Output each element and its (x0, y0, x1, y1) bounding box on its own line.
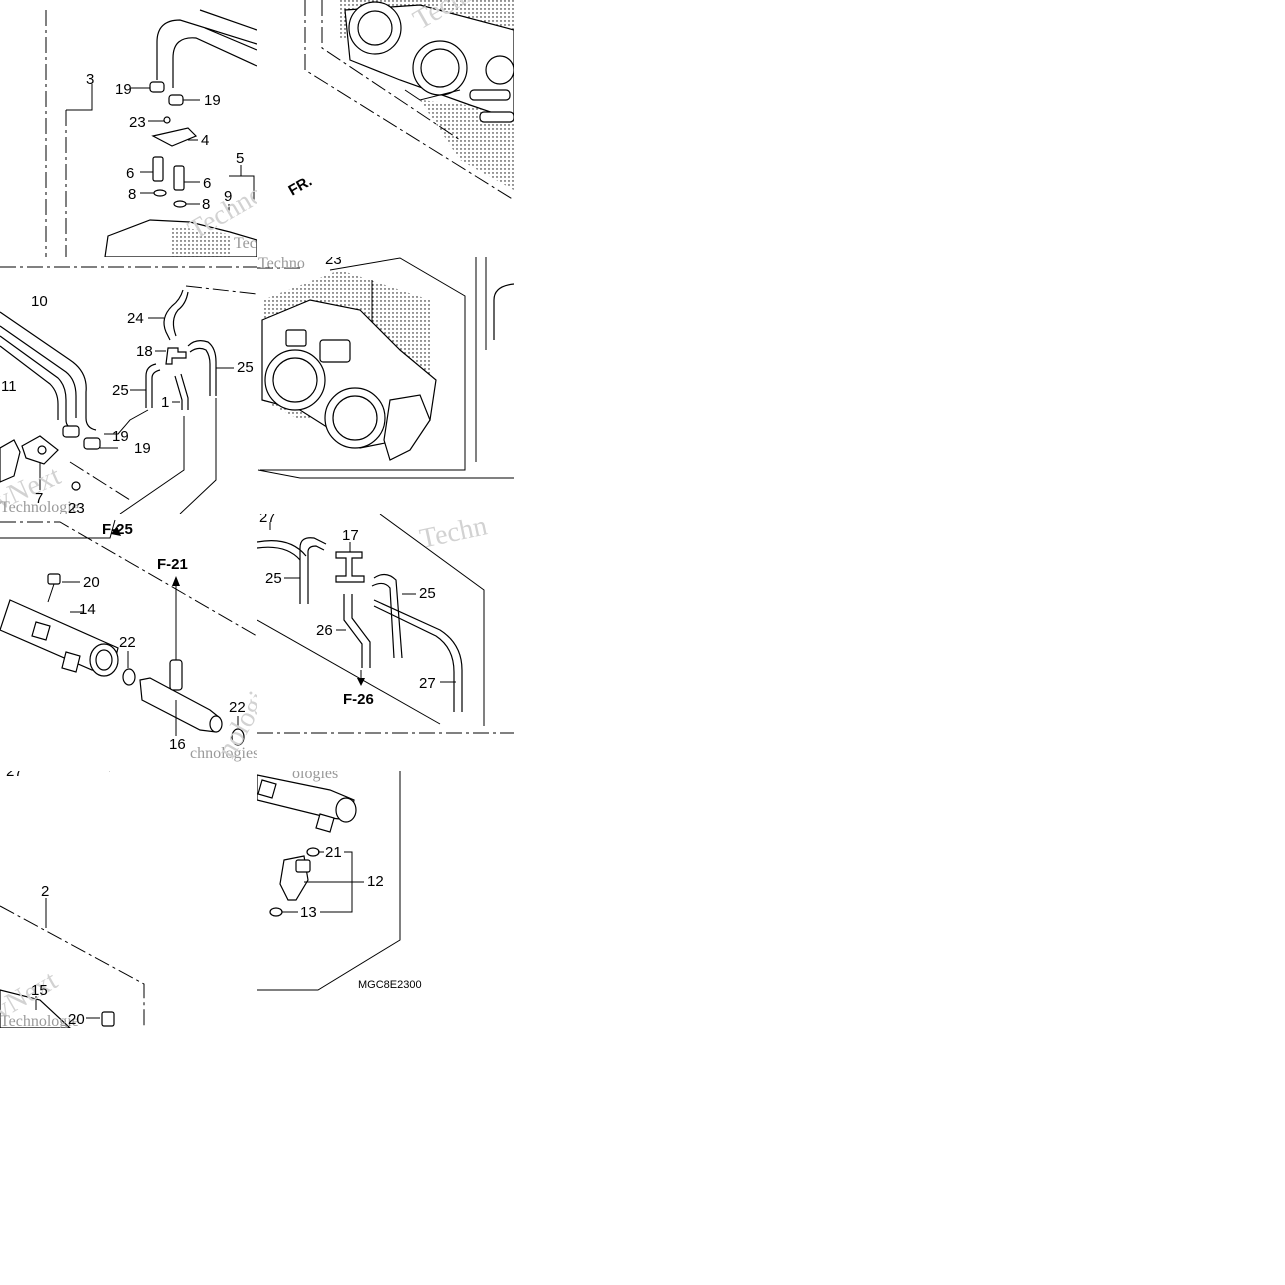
breather-hose (0, 311, 87, 418)
watermark-text: Tec (234, 235, 257, 252)
callout: 8 (128, 186, 136, 203)
idle-air-control-valve (0, 439, 21, 483)
callout: 11 (1, 378, 17, 395)
callout: 3 (86, 71, 94, 88)
hose-clamp (83, 437, 101, 450)
section-ref: F-21 (157, 556, 188, 573)
throttle-position-sensor (383, 394, 431, 461)
joint-fitting (152, 156, 164, 182)
t-joint (335, 551, 365, 583)
breather-hose (156, 19, 257, 80)
watermark-text: Techno (258, 255, 305, 272)
callout: 27 (6, 763, 23, 780)
o-ring (173, 200, 187, 208)
section-ref: F-26 (343, 691, 374, 708)
section-ref: F-25 (102, 521, 133, 538)
callout: 9 (224, 188, 232, 205)
callout: 6 (203, 175, 211, 192)
hose-clamp (62, 425, 80, 438)
joint-fitting (173, 165, 185, 191)
callout: 19 (115, 81, 132, 98)
watermark-text: Technologie (0, 1013, 79, 1030)
callout: 23 (325, 251, 342, 268)
callout: 14 (79, 601, 96, 618)
callout: 23 (129, 114, 146, 131)
tile-3-breather-hoses: vNext Technologie 10 11 24 18 25 25 1 19… (0, 266, 257, 517)
callout: 25 (265, 570, 282, 587)
o-ring (269, 907, 283, 917)
o-ring (306, 847, 320, 857)
vacuum-hose (343, 594, 363, 668)
callout: 19 (112, 428, 129, 445)
callout: 6 (126, 165, 134, 182)
callout: 23 (68, 500, 85, 517)
watermark-text: Technologie (0, 499, 79, 516)
tile-7-fuel-rail-lower: vNext Technologie 27 2 15 20 (0, 763, 145, 1030)
tile-6-vacuum-hoses: Techn F-26 27 17 25 25 26 27 (257, 509, 514, 734)
callout: 19 (134, 440, 151, 457)
callout: 15 (31, 982, 48, 999)
bolt (101, 1011, 115, 1027)
callout: 22 (229, 699, 246, 716)
callout: 16 (169, 736, 186, 753)
callout: 18 (136, 343, 153, 360)
tile-4-throttle-body-assembly: Techno 23 (257, 251, 514, 479)
callout: 27 (419, 675, 436, 692)
o-ring (122, 668, 136, 686)
vacuum-hose (145, 363, 157, 408)
callout: 20 (68, 1011, 85, 1028)
callout: 5 (236, 150, 244, 167)
vacuum-hose (163, 289, 184, 341)
callout: 2 (41, 883, 49, 900)
callout: 17 (342, 527, 359, 544)
vacuum-hose (174, 375, 183, 410)
hose-clamp (168, 94, 184, 106)
o-ring (231, 728, 245, 746)
direction-label: FR. (286, 173, 315, 200)
watermark-text: Techn (417, 510, 490, 554)
callout: 13 (300, 904, 317, 921)
callout: 4 (201, 132, 209, 149)
callout: 10 (31, 293, 48, 310)
breather-hose (373, 599, 463, 712)
o-ring (153, 189, 167, 197)
watermark-text: ologies (292, 765, 338, 782)
callout: 27 (259, 509, 276, 526)
fuel-rail (0, 989, 71, 1028)
t-joint (165, 347, 187, 365)
callout: 25 (419, 585, 436, 602)
breather-hose (257, 540, 307, 557)
callout: 12 (367, 873, 384, 890)
tile-1-breather-fittings: Tec Techno 3 19 19 23 4 5 6 6 8 8 9 (45, 9, 257, 257)
callout: 19 (204, 92, 221, 109)
tile-8-injector: ologies 21 12 13 MGC8E2300 (257, 765, 422, 991)
callout: 22 (119, 634, 136, 651)
vacuum-hose (373, 573, 403, 659)
bolt (47, 573, 61, 585)
bracket (151, 127, 198, 147)
callout: 20 (83, 574, 100, 591)
hose-clamp (149, 81, 165, 93)
callout: 1 (161, 394, 169, 411)
vacuum-hose (187, 340, 217, 396)
callout: 7 (35, 490, 43, 507)
tile-5-fuel-rail: chnologies nologies F-25 F-21 20 14 22 2… (0, 519, 259, 764)
callout: 25 (237, 359, 254, 376)
tile-2-throttle-body: Techn (304, 0, 514, 201)
watermark-text: chnologies (190, 745, 259, 762)
vacuum-hose (299, 537, 327, 604)
callout: 25 (112, 382, 129, 399)
callout: 26 (316, 622, 333, 639)
callout: 8 (202, 196, 210, 213)
callout: 21 (325, 844, 342, 861)
figure-code: MGC8E2300 (358, 979, 422, 991)
callout: 24 (127, 310, 144, 327)
